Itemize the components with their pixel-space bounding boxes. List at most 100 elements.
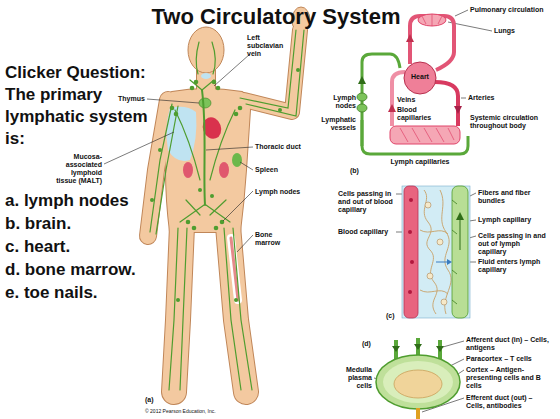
part-label: Spleen — [255, 166, 295, 174]
lymph-node-dots — [176, 298, 180, 302]
part-label: Pulmonary circulation — [470, 6, 554, 14]
tissue-panel — [402, 186, 470, 318]
part-label: Lymph nodes — [255, 188, 305, 196]
circulation-schematic — [435, 82, 458, 126]
part-label: Efferent duct (out) – Cells, antibodies — [466, 394, 552, 410]
lymph-vessels — [150, 104, 178, 234]
answer-option: c. heart. — [5, 236, 165, 258]
panel-letter: (c) — [386, 312, 400, 320]
part-label: Mucosa-associated lymphoid tissue (MALT) — [52, 153, 102, 185]
lymph-node-section — [376, 338, 460, 419]
leader-line — [240, 162, 253, 170]
tissue-panel — [404, 186, 418, 318]
leader-line — [443, 341, 464, 347]
circulation-schematic — [357, 104, 367, 112]
lymph-node-dots — [198, 188, 202, 192]
tissue-panel — [452, 200, 457, 304]
human-body — [148, 7, 310, 392]
body-organs — [232, 153, 242, 167]
circulation-schematic — [362, 120, 468, 154]
lymph-vessels — [190, 42, 215, 90]
leader-line — [147, 99, 199, 103]
answer-option: e. toe nails. — [5, 282, 165, 304]
lymph-node-dots — [214, 226, 219, 231]
tissue-panel — [436, 262, 448, 263]
part-label: Blood capillary — [338, 228, 394, 236]
lymph-node-section — [394, 370, 442, 398]
part-label: Cells passing in and out of lymph capill… — [478, 232, 550, 256]
part-label: Lymph capillaries — [380, 158, 460, 166]
tissue-panel — [447, 259, 452, 265]
part-label: Cortex – Antigen-presenting cells and B … — [466, 366, 552, 390]
lymph-node-section — [416, 408, 420, 419]
part-label: Lungs — [494, 27, 534, 35]
circulation-schematic — [358, 76, 366, 84]
lymph-node-dots — [278, 108, 282, 112]
tissue-panel — [409, 198, 413, 202]
tissue-panel — [452, 186, 468, 318]
part-label: Cells passing in and out of blood capill… — [338, 190, 394, 214]
body-organs — [201, 73, 211, 79]
human-body — [162, 89, 250, 232]
lymph-node-dots — [234, 112, 239, 117]
leader-line — [461, 98, 466, 99]
leader-line — [104, 10, 492, 412]
leader-line — [455, 10, 468, 16]
lymph-node-dots — [194, 80, 199, 85]
answer-option: b. brain. — [5, 213, 165, 235]
tissue-panel — [420, 190, 451, 314]
lymph-vessels — [240, 30, 304, 116]
lymph-node-dots — [190, 86, 195, 91]
part-label: Systemic circulation throughout body — [470, 114, 550, 130]
lymph-node-dots — [186, 220, 191, 225]
part-label: Heart — [408, 73, 432, 81]
circulation-schematic — [422, 14, 442, 26]
title: Two Circulatory System — [0, 4, 552, 30]
lymph-node-section — [376, 355, 460, 409]
human-body — [148, 30, 300, 392]
lymph-vessels — [169, 228, 187, 390]
lymph-vessels — [175, 110, 235, 222]
answer-option: d. bone marrow. — [5, 259, 165, 281]
circulation-schematic — [406, 34, 414, 42]
lymph-node-dots — [158, 148, 162, 152]
circulation-schematic — [362, 54, 400, 146]
part-label: Lymph nodes — [322, 94, 356, 110]
body-organs — [219, 162, 229, 178]
part-label: Left subclavian vein — [247, 34, 285, 58]
part-label: Veins — [397, 96, 427, 104]
circulation-schematic — [418, 14, 446, 26]
circulation-schematic — [390, 126, 460, 144]
part-label: Fluid enters lymph capillary — [478, 258, 550, 274]
leader-line — [206, 147, 253, 150]
body-organs — [183, 162, 193, 178]
tissue-panel — [408, 230, 412, 234]
circulation-schematic — [388, 104, 396, 112]
lymph-node-dots — [192, 226, 197, 231]
part-label: Fibers and fiber bundles — [478, 189, 550, 205]
lymph-vessels — [150, 30, 304, 390]
part-label: Paracortex – T cells — [466, 355, 552, 363]
human-body — [188, 27, 224, 73]
part-label: Afferent duct (in) – Cells, antigens — [466, 336, 552, 352]
lymph-node-dots — [174, 112, 179, 117]
leader-line — [214, 54, 250, 86]
leader-line — [237, 235, 253, 252]
circulation-schematic — [357, 93, 367, 101]
part-label: Medulla plasma cells — [336, 366, 372, 390]
tissue-panel — [456, 212, 464, 220]
part-label: Thoracic duct — [255, 143, 310, 151]
part-label: Arteries — [468, 94, 508, 102]
lymph-node-dots — [238, 106, 243, 111]
lymph-node-section — [383, 361, 453, 403]
part-label: Blood capillaries — [397, 106, 441, 122]
lymph-node-dots — [170, 106, 175, 111]
lymph-node-dots — [150, 198, 154, 202]
lymph-vessels — [202, 90, 205, 205]
tissue-panel — [402, 186, 470, 318]
tissue-panel — [427, 273, 433, 279]
copyright-note: © 2012 Pearson Education, Inc. — [145, 409, 275, 415]
part-label: Lymphatic vessels — [316, 116, 356, 132]
tissue-panel — [408, 290, 412, 294]
